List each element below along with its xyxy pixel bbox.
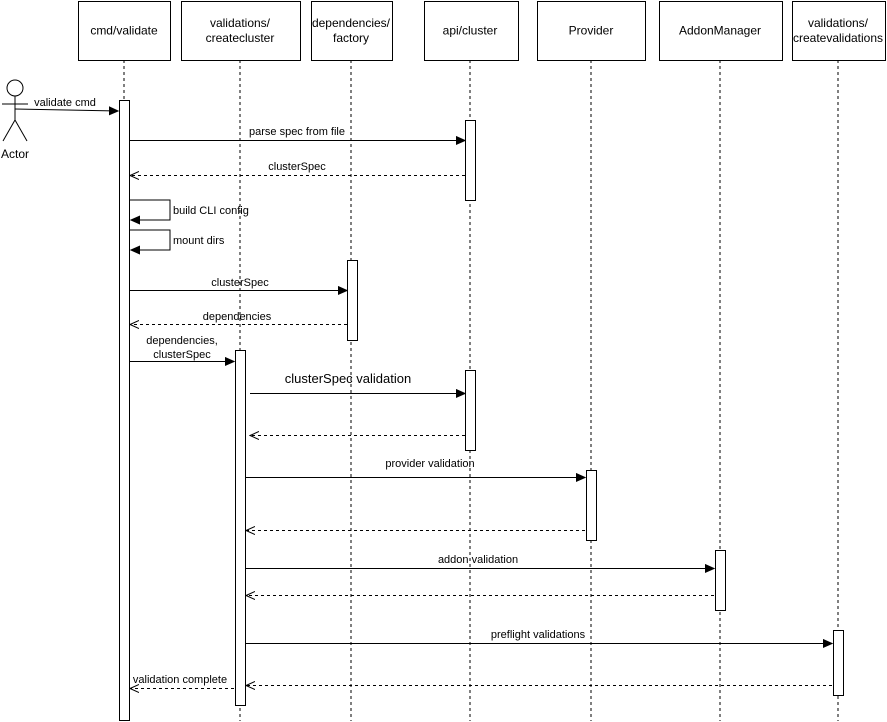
message-mount-dirs[interactable]: mount dirs: [130, 229, 225, 250]
participant-label: createcluster: [206, 31, 275, 45]
activation-createvalidations: [833, 630, 844, 696]
participant-label: validations/: [808, 16, 869, 30]
message-arrow: [14, 109, 118, 111]
message-label: mount dirs: [173, 235, 225, 247]
participant-label: dependencies/: [312, 16, 391, 30]
participant-label: factory: [333, 31, 369, 45]
participant-label: cmd/validate: [90, 24, 158, 38]
participant-label: validations/: [210, 16, 271, 30]
participant-box: [424, 1, 519, 61]
message-arrow: [130, 229, 171, 250]
participant-box: [311, 1, 393, 61]
message-build-cli-config[interactable]: build CLI config: [130, 199, 249, 220]
message-label: build CLI config: [173, 205, 249, 217]
participant-label: api/cluster: [443, 24, 498, 38]
message-provider-validation[interactable]: provider validation: [246, 458, 585, 478]
participant-label: createvalidations: [793, 31, 883, 45]
participant-addon[interactable]: AddonManager: [659, 1, 783, 61]
message-cluster-spec-validation[interactable]: clusterSpec validation: [250, 371, 465, 394]
activation-createcluster: [235, 350, 246, 706]
participant-label: AddonManager: [679, 24, 761, 38]
actor-head-icon: [6, 79, 24, 97]
actor-left-leg: [2, 119, 16, 142]
participant-box: [78, 1, 171, 61]
actor[interactable]: Actor: [1, 79, 29, 161]
message-addon-validation[interactable]: addon validation: [246, 554, 714, 569]
participant-label: Provider: [569, 24, 614, 38]
message-cluster-spec-to-factory[interactable]: clusterSpec: [130, 277, 347, 291]
message-label: dependencies: [203, 311, 272, 323]
message-label: clusterSpec validation: [285, 371, 411, 386]
participant-createvalidations[interactable]: validations/createvalidations: [792, 1, 886, 61]
message-label: clusterSpec: [153, 349, 211, 361]
participant-box: [659, 1, 783, 61]
message-parse-spec[interactable]: parse spec from file: [130, 126, 465, 141]
activation-cluster-1: [465, 120, 476, 201]
message-label: provider validation: [385, 458, 474, 470]
message-preflight-validations[interactable]: preflight validations: [246, 629, 832, 644]
message-label: preflight validations: [491, 629, 586, 641]
message-cluster-spec-return[interactable]: clusterSpec: [130, 161, 465, 176]
message-dependencies-return[interactable]: dependencies: [130, 311, 347, 325]
participant-factory[interactable]: dependencies/factory: [311, 1, 393, 61]
activation-addon: [715, 550, 726, 611]
message-label: parse spec from file: [249, 126, 345, 138]
participant-createcluster[interactable]: validations/createcluster: [181, 1, 301, 61]
message-label: addon validation: [438, 554, 518, 566]
actor-label: Actor: [1, 147, 29, 161]
actor-right-leg: [14, 119, 28, 142]
message-label: dependencies,: [146, 335, 218, 347]
message-validate-cmd[interactable]: validate cmd: [14, 97, 118, 111]
activation-factory: [347, 260, 358, 341]
activation-cluster-2: [465, 370, 476, 451]
message-label: clusterSpec: [268, 161, 326, 173]
activation-cmd: [119, 100, 130, 721]
participant-provider[interactable]: Provider: [537, 1, 646, 61]
message-label: validation complete: [133, 674, 227, 686]
activation-provider: [586, 470, 597, 541]
participant-box: [792, 1, 886, 61]
participant-box: [181, 1, 301, 61]
message-arrow: [130, 199, 171, 220]
message-label: validate cmd: [34, 97, 96, 109]
message-dependencies-cluster-spec[interactable]: dependencies, clusterSpec: [130, 335, 234, 362]
message-validation-complete[interactable]: validation complete: [130, 674, 234, 689]
participant-cmd[interactable]: cmd/validate: [78, 1, 171, 61]
participant-cluster[interactable]: api/cluster: [424, 1, 519, 61]
message-label: clusterSpec: [211, 277, 269, 289]
participant-box: [537, 1, 646, 61]
